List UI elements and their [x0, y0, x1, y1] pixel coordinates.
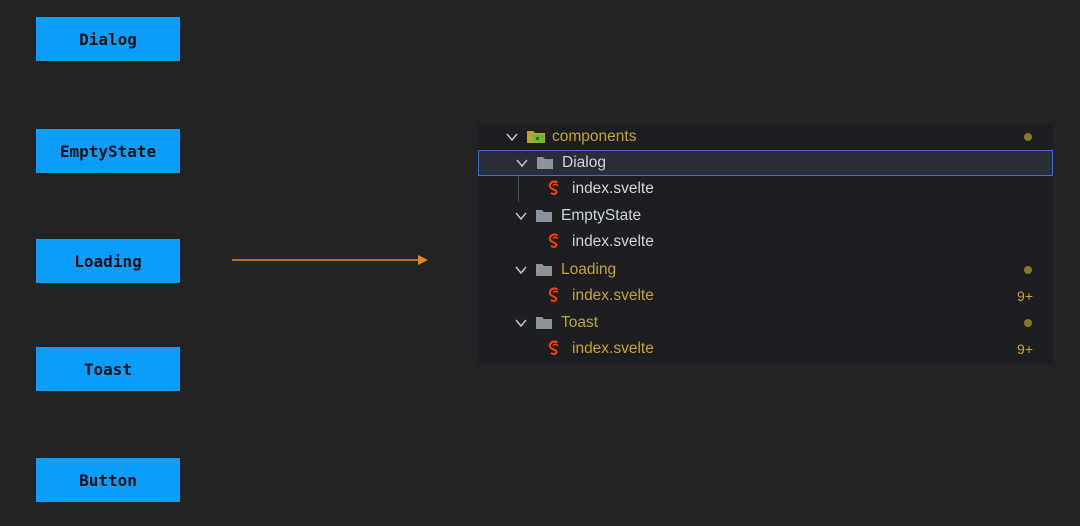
tree-file-label: index.svelte	[572, 233, 654, 250]
tree-folder-label: components	[552, 128, 637, 145]
component-box-emptystate: EmptyState	[36, 129, 180, 173]
component-box-label: EmptyState	[59, 141, 157, 161]
svelte-icon	[548, 233, 559, 249]
chevron-down-icon	[515, 319, 527, 328]
tree-folder-label: Toast	[561, 314, 599, 331]
modified-dot	[1024, 319, 1032, 327]
tree-folder-label: Dialog	[562, 154, 606, 171]
svelte-icon	[548, 180, 559, 196]
tree-folder-emptystate[interactable]: EmptyState	[478, 203, 1053, 229]
file-explorer: components Dialog index.svelte EmptyStat…	[478, 124, 1053, 364]
component-box-button: Button	[36, 458, 180, 502]
chevron-down-icon	[515, 212, 527, 221]
tree-file-toast-index[interactable]: index.svelte 9+	[478, 336, 1053, 362]
component-box-label: Toast	[83, 359, 133, 379]
component-box-loading: Loading	[36, 239, 180, 283]
modified-dot	[1024, 266, 1032, 274]
tree-file-emptystate-index[interactable]: index.svelte	[478, 229, 1053, 255]
component-box-dialog: Dialog	[36, 17, 180, 61]
folder-open-icon	[527, 131, 545, 143]
tree-folder-dialog[interactable]: Dialog	[478, 150, 1053, 176]
tree-file-dialog-index[interactable]: index.svelte	[478, 176, 1053, 202]
component-box-toast: Toast	[36, 347, 180, 391]
tree-file-label: index.svelte	[572, 340, 654, 357]
component-box-label: Button	[79, 470, 137, 490]
chevron-down-icon	[516, 159, 528, 168]
modified-dot	[1024, 133, 1032, 141]
svelte-icon	[548, 340, 559, 356]
arrow-right-icon	[232, 255, 428, 265]
folder-icon	[537, 157, 553, 169]
tree-file-label: index.svelte	[572, 287, 654, 304]
component-box-label: Dialog	[79, 29, 137, 49]
folder-icon	[536, 210, 552, 222]
tree-folder-label: EmptyState	[561, 207, 642, 224]
tree-file-label: index.svelte	[572, 180, 654, 197]
problems-badge: 9+	[1017, 288, 1033, 304]
chevron-down-icon	[515, 266, 527, 275]
tree-folder-loading[interactable]: Loading	[478, 257, 1053, 283]
svelte-icon	[548, 287, 559, 303]
folder-icon	[536, 264, 552, 276]
tree-file-loading-index[interactable]: index.svelte 9+	[478, 283, 1053, 309]
folder-icon	[536, 317, 552, 329]
tree-folder-components[interactable]: components	[478, 124, 1053, 150]
problems-badge: 9+	[1017, 341, 1033, 357]
tree-folder-label: Loading	[561, 261, 617, 278]
chevron-down-icon	[506, 133, 518, 142]
component-box-label: Loading	[74, 251, 142, 271]
tree-folder-toast[interactable]: Toast	[478, 310, 1053, 336]
indent-guide	[518, 176, 519, 202]
